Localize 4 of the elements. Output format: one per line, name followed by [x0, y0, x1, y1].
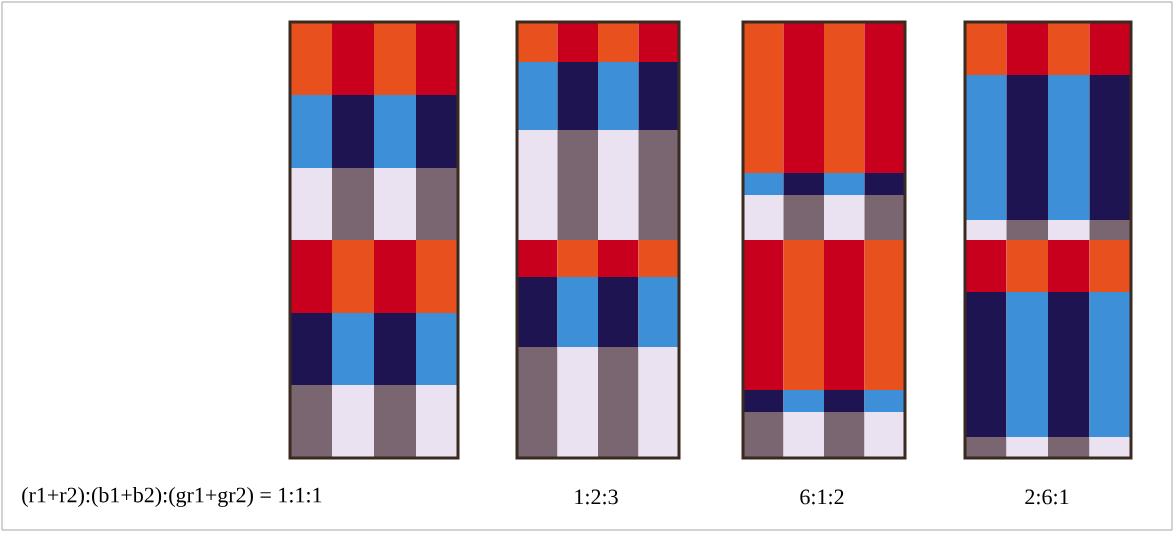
ratio-label: 2:6:1 — [1025, 489, 1069, 505]
ratio-label: 1:2:3 — [575, 489, 618, 505]
ratio-label: (r1+r2):(b1+b2):(gr1+gr2) = 1:1:1 — [22, 487, 322, 507]
ratio-label: 6:1:2 — [800, 489, 844, 505]
